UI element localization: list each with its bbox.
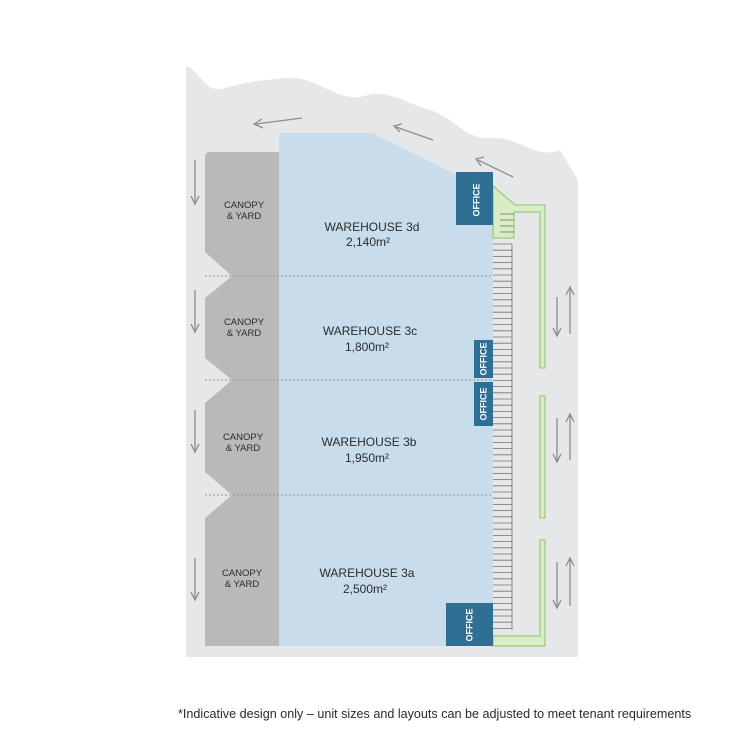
canopy-labels: CANOPY & YARD CANOPY & YARD CANOPY & YAR… xyxy=(222,200,265,590)
traffic-arrows xyxy=(190,117,575,610)
canopy-label-3d-line1: CANOPY xyxy=(224,200,265,211)
warehouse-3c-name: WAREHOUSE 3c xyxy=(323,324,417,338)
canopy-yard-3c xyxy=(205,276,279,380)
offices xyxy=(446,172,493,646)
canopy-yards xyxy=(205,152,279,646)
warehouse-building xyxy=(279,133,493,646)
office-label-3a: OFFICE xyxy=(464,609,474,642)
footnote: *Indicative design only – unit sizes and… xyxy=(178,707,692,721)
office-label-3c: OFFICE xyxy=(478,343,488,376)
canopy-label-3c-line2: & YARD xyxy=(227,328,262,339)
unit-dividers xyxy=(205,275,493,496)
canopy-label-3b-line1: CANOPY xyxy=(223,432,264,443)
parking-bays xyxy=(493,213,514,630)
canopy-label-3a-line1: CANOPY xyxy=(222,568,263,579)
office-3a xyxy=(446,603,493,646)
canopy-label-3c-line1: CANOPY xyxy=(224,317,265,328)
warehouse-3a-area: 2,500m² xyxy=(343,582,387,596)
office-label-3b: OFFICE xyxy=(478,388,488,421)
warehouse-3d-area: 2,140m² xyxy=(346,235,390,249)
office-3c xyxy=(474,340,493,378)
canopy-label-3a-line2: & YARD xyxy=(225,579,260,590)
warehouse-3a-name: WAREHOUSE 3a xyxy=(320,566,415,580)
warehouse-3d-name: WAREHOUSE 3d xyxy=(325,220,420,234)
canopy-yard-3b xyxy=(205,380,279,495)
warehouse-3b-area: 1,950m² xyxy=(345,451,389,465)
warehouse-3b-name: WAREHOUSE 3b xyxy=(322,435,417,449)
office-labels: OFFICE OFFICE OFFICE OFFICE xyxy=(464,184,488,642)
landscape-top xyxy=(492,184,546,369)
canopy-yard-3d xyxy=(205,152,279,276)
office-3b xyxy=(474,382,493,426)
canopy-yard-3a xyxy=(205,495,279,646)
office-3d xyxy=(456,172,493,225)
warehouse-labels: WAREHOUSE 3d 2,140m² WAREHOUSE 3c 1,800m… xyxy=(320,220,420,596)
canopy-label-3d-line2: & YARD xyxy=(227,211,262,222)
office-label-3d: OFFICE xyxy=(471,184,481,217)
landscaping xyxy=(492,184,546,647)
landscape-mid xyxy=(539,395,546,519)
warehouse-3c-area: 1,800m² xyxy=(345,340,389,354)
canopy-label-3b-line2: & YARD xyxy=(226,443,261,454)
